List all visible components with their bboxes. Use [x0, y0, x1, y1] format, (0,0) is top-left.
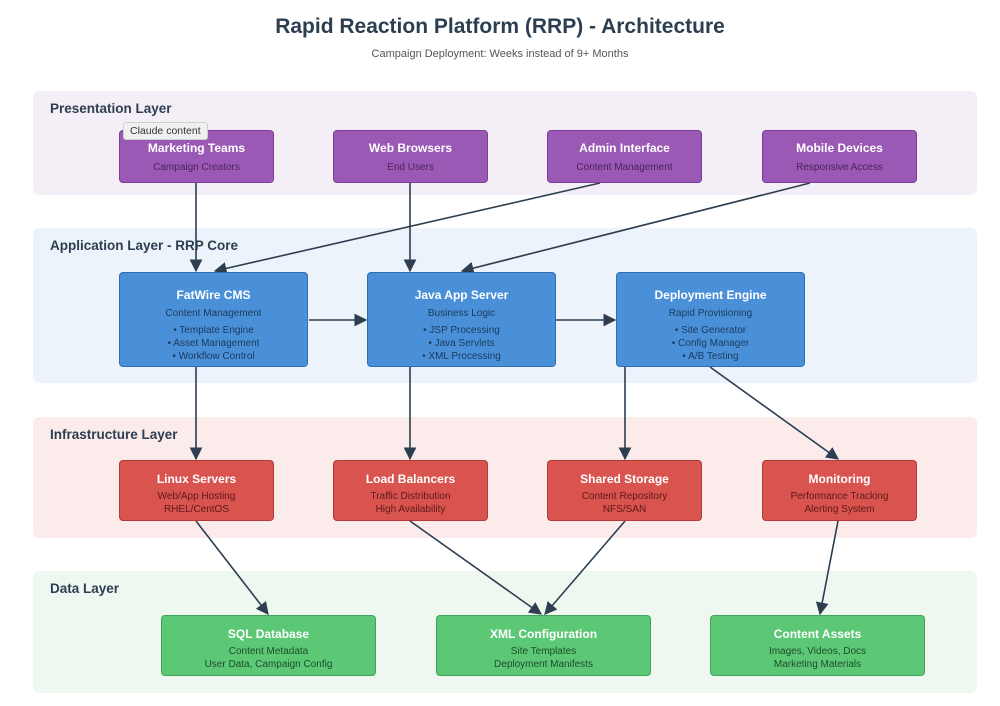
node-linux-servers[interactable]: Linux Servers Web/App Hosting RHEL/CentO… — [119, 460, 274, 521]
node-feature: • Asset Management — [167, 338, 260, 349]
node-desc: RHEL/CentOS — [163, 504, 230, 515]
node-desc: Deployment Manifests — [494, 659, 593, 670]
node-title: Content Assets — [773, 627, 862, 641]
node-monitoring[interactable]: Monitoring Performance Tracking Alerting… — [762, 460, 917, 521]
node-desc: Web/App Hosting — [157, 491, 236, 502]
node-desc: Campaign Creators — [153, 162, 240, 173]
node-admin-interface[interactable]: Admin Interface Content Management — [547, 130, 702, 183]
node-desc: Content Repository — [581, 491, 668, 502]
layer-label: Application Layer - RRP Core — [50, 238, 239, 253]
arrow-deployment-to-monitoring — [709, 366, 840, 460]
node-shared-storage[interactable]: Shared Storage Content Repository NFS/SA… — [547, 460, 702, 521]
node-title: Java App Server — [414, 288, 509, 302]
layer-label: Infrastructure Layer — [50, 427, 178, 442]
node-desc: Alerting System — [804, 504, 875, 515]
node-fatwire-cms[interactable]: FatWire CMS Content Management • Templat… — [119, 272, 308, 367]
node-feature: • Workflow Control — [172, 351, 255, 362]
node-feature: • Java Servlets — [428, 338, 495, 349]
node-title: Web Browsers — [368, 141, 453, 155]
node-feature: • Site Generator — [674, 325, 747, 336]
node-mobile-devices[interactable]: Mobile Devices Responsive Access — [762, 130, 917, 183]
node-feature: • Config Manager — [671, 338, 750, 349]
arrow-mobile-to-javaapp — [460, 182, 811, 275]
node-title: SQL Database — [227, 627, 310, 641]
node-desc: Traffic Distribution — [370, 491, 451, 502]
arrow-monitoring-to-assets — [815, 520, 839, 616]
node-title: Monitoring — [808, 472, 871, 486]
node-title: Admin Interface — [579, 141, 670, 155]
node-desc: Rapid Provisioning — [668, 308, 753, 319]
node-desc: Marketing Materials — [773, 659, 862, 670]
node-desc: NFS/SAN — [602, 504, 647, 515]
node-desc: Performance Tracking — [790, 491, 889, 502]
page-subtitle: Campaign Deployment: Weeks instead of 9+… — [371, 48, 629, 60]
node-title: Mobile Devices — [796, 141, 883, 155]
node-desc: Content Management — [165, 308, 262, 319]
node-desc: Images, Videos, Docs — [768, 646, 867, 657]
node-desc: Content Management — [576, 162, 673, 173]
node-desc: Responsive Access — [796, 162, 883, 173]
node-title: Marketing Teams — [147, 141, 246, 155]
layer-label: Presentation Layer — [50, 101, 172, 116]
node-feature: • XML Processing — [422, 351, 501, 362]
node-desc: User Data, Campaign Config — [204, 659, 333, 670]
arrow-loadbalancers-to-xml — [409, 520, 543, 615]
node-feature: • Template Engine — [173, 325, 254, 336]
tooltip: Claude content — [123, 122, 208, 140]
node-title: Load Balancers — [365, 472, 456, 486]
node-content-assets[interactable]: Content Assets Images, Videos, Docs Mark… — [710, 615, 925, 676]
node-sql-database[interactable]: SQL Database Content Metadata User Data,… — [161, 615, 376, 676]
node-feature: • A/B Testing — [682, 351, 739, 362]
node-title: Shared Storage — [580, 472, 669, 486]
node-title: Deployment Engine — [654, 288, 767, 302]
node-deployment-engine[interactable]: Deployment Engine Rapid Provisioning • S… — [616, 272, 805, 367]
node-java-app-server[interactable]: Java App Server Business Logic • JSP Pro… — [367, 272, 556, 367]
node-desc: End Users — [387, 162, 434, 173]
arrow-storage-to-xml — [544, 520, 626, 615]
node-desc: High Availability — [375, 504, 446, 515]
node-title: FatWire CMS — [176, 288, 251, 302]
node-title: Linux Servers — [156, 472, 237, 486]
layer-label: Data Layer — [50, 581, 120, 596]
node-web-browsers[interactable]: Web Browsers End Users — [333, 130, 488, 183]
node-load-balancers[interactable]: Load Balancers Traffic Distribution High… — [333, 460, 488, 521]
node-title: XML Configuration — [489, 627, 598, 641]
node-desc: Site Templates — [510, 646, 577, 657]
node-xml-configuration[interactable]: XML Configuration Site Templates Deploym… — [436, 615, 651, 676]
node-feature: • JSP Processing — [423, 325, 500, 336]
node-desc: Content Metadata — [228, 646, 309, 657]
arrow-admin-to-fatwire — [213, 182, 601, 275]
page-title: Rapid Reaction Platform (RRP) - Architec… — [275, 15, 725, 38]
arrow-linux-to-sql — [195, 520, 269, 616]
node-desc: Business Logic — [427, 308, 496, 319]
